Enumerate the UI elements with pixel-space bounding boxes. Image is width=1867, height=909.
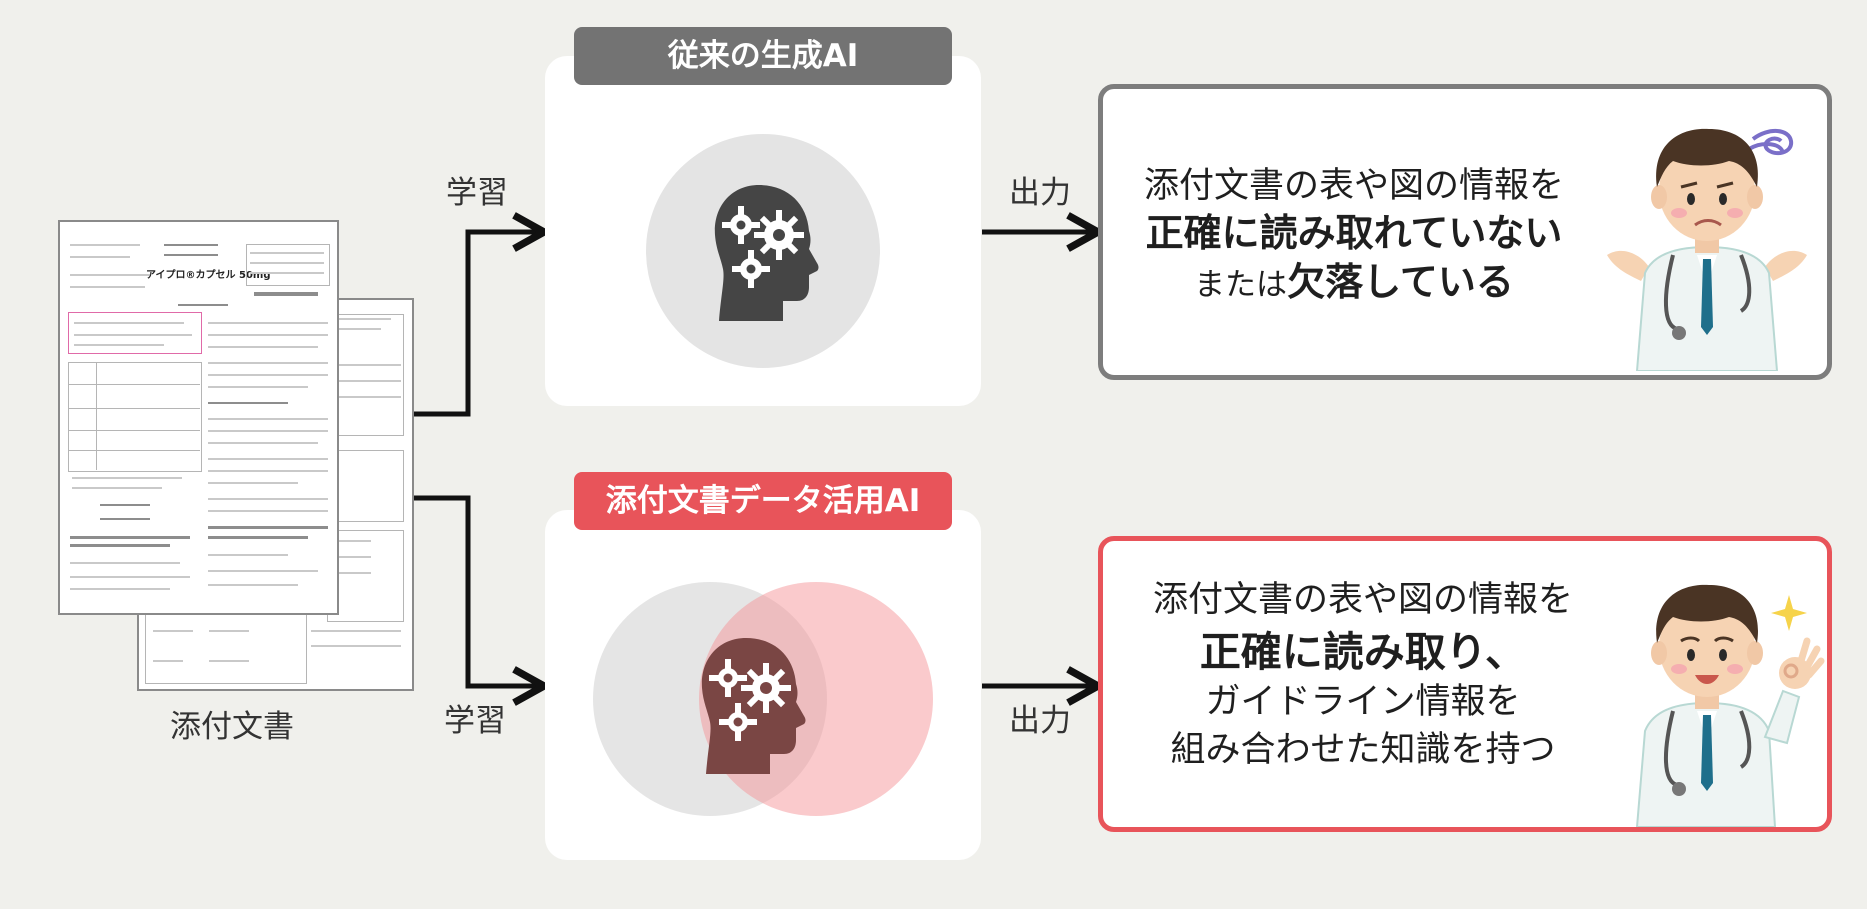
confusion-swirl-icon	[1751, 129, 1794, 156]
result-bottom-line3: ガイドライン情報を	[1205, 682, 1521, 722]
result-top-line3-bold: 欠落している	[1287, 260, 1514, 304]
document-caption: 添付文書	[170, 709, 294, 745]
learn-label-top: 学習	[446, 175, 508, 211]
document-drug-title: アイプロ®カプセル 50mg	[146, 270, 271, 281]
result-bottom-line2: 正確に読み取り、	[1199, 628, 1527, 676]
document-ai-title: 添付文書データ活用AI	[574, 472, 952, 530]
output-label-bottom: 出力	[1009, 703, 1071, 739]
result-box-document-ai: 添付文書の表や図の情報を 正確に読み取り、 ガイドライン情報を 組み合わせた知識…	[1098, 536, 1832, 832]
output-label-top: 出力	[1009, 175, 1071, 211]
result-box-conventional: 添付文書の表や図の情報を 正確に読み取れていない または欠落している	[1098, 84, 1832, 380]
sparkle-icon	[1771, 595, 1807, 631]
result-bottom-line4: 組み合わせた知識を持つ	[1170, 730, 1556, 770]
conventional-ai-panel	[545, 56, 981, 406]
doctor-ok-icon	[1635, 584, 1825, 827]
result-top-line1: 添付文書の表や図の情報を	[1143, 166, 1564, 206]
result-bottom-line1: 添付文書の表や図の情報を	[1152, 580, 1573, 620]
doctor-confused-icon	[1607, 128, 1807, 371]
learn-arrow-bottom	[414, 495, 544, 686]
head-gears-icon	[714, 185, 819, 321]
result-top-line3-prefix: または	[1194, 267, 1288, 303]
result-top-line2: 正確に読み取れていない	[1145, 211, 1563, 255]
document-page-front: アイプロ®カプセル 50mg	[58, 220, 339, 615]
learn-arrow-top	[414, 232, 544, 417]
conventional-ai-title: 従来の生成AI	[574, 27, 952, 85]
head-gears-icon	[701, 638, 806, 774]
result-top-line3: または欠落している	[1103, 263, 1605, 302]
learn-label-bottom: 学習	[444, 703, 506, 739]
